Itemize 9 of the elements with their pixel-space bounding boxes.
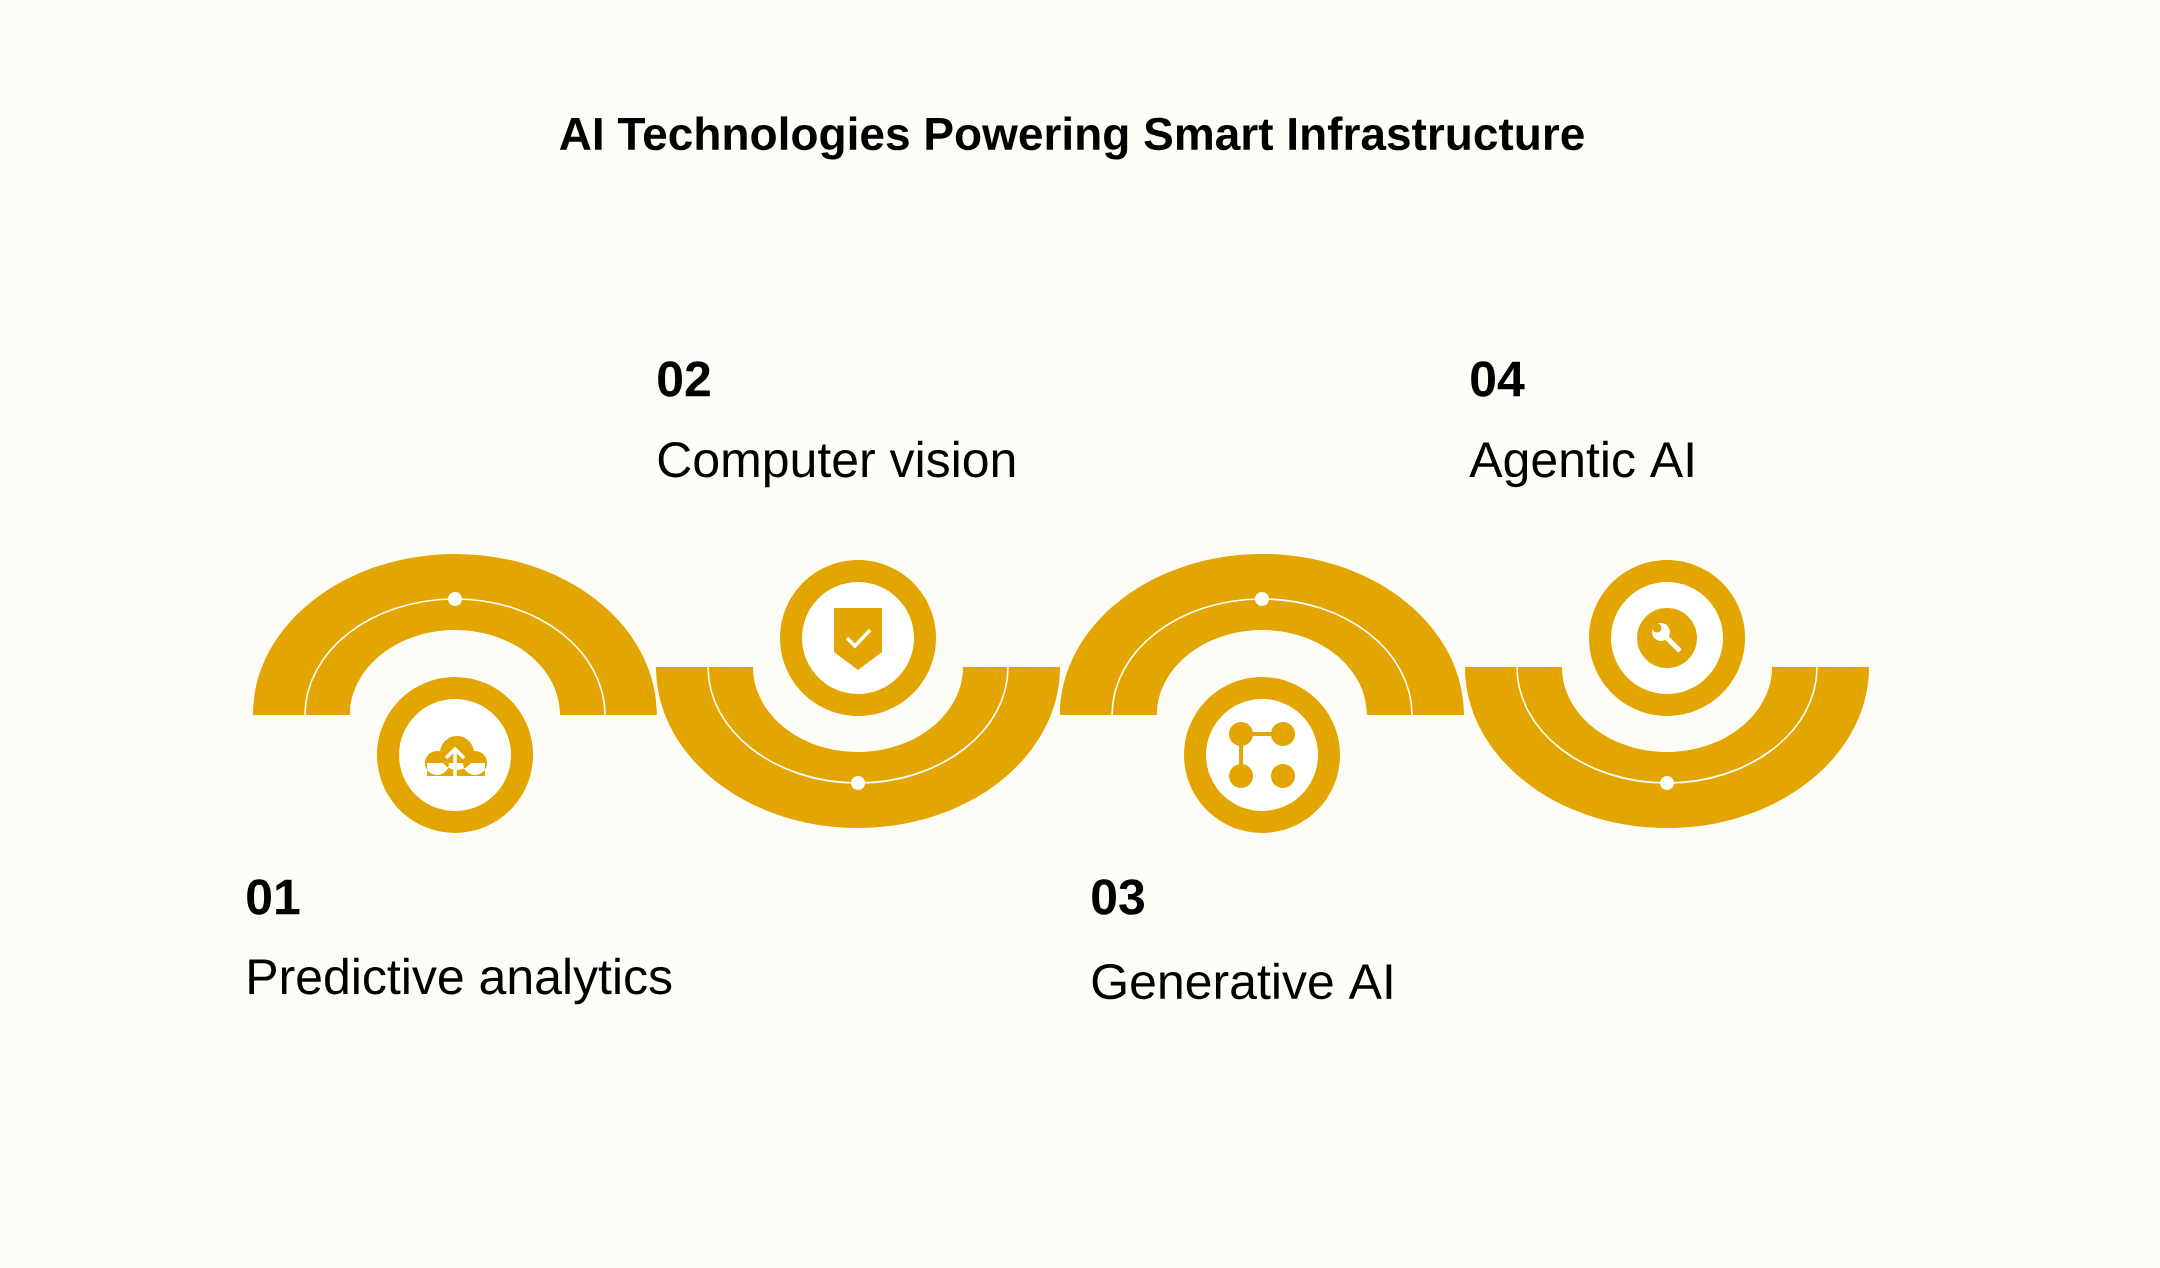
step-label: Computer vision — [658, 440, 1015, 488]
title: AI Technologies Powering Smart Infrastructure — [559, 116, 1584, 160]
step-number: 04 — [1471, 361, 1525, 397]
step-number: 03 — [1092, 879, 1144, 915]
step-label: Predictive analytics — [249, 957, 672, 1005]
step-number: 02 — [658, 361, 710, 397]
step-number: 01 — [247, 879, 300, 915]
step-label: Agentic AI — [1469, 440, 1693, 488]
step-label: Generative AI — [1092, 962, 1392, 1000]
